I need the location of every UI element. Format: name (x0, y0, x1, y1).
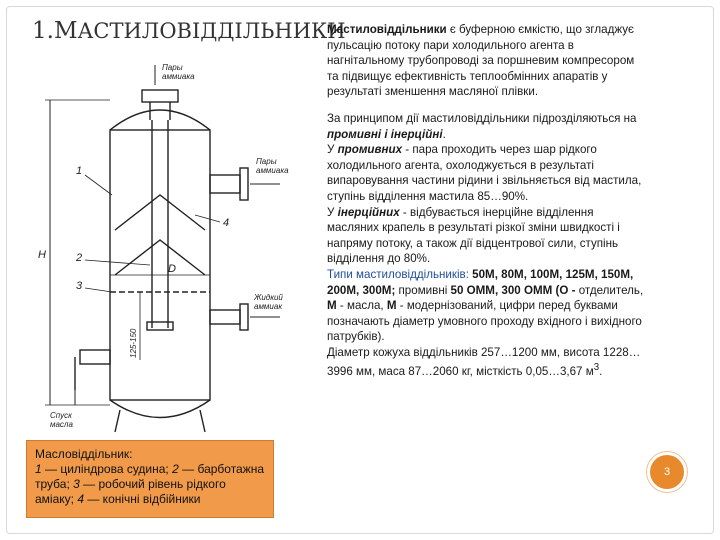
dim-h-label: H (38, 249, 46, 261)
callout-1: 1 (76, 165, 82, 177)
label-liquid-2: аммиак (254, 302, 283, 311)
label-drain-1: Спуск (50, 411, 73, 420)
oil-separator-drawing: Пары аммиака Пары аммиака Жидкий аммиак … (38, 63, 289, 433)
label-drain-2: масла (50, 420, 73, 429)
types-paragraph: Типи мастиловіддільників: 50М, 80М, 100М… (327, 267, 644, 379)
dim-d-label: D (168, 263, 176, 275)
intro-paragraph: Мастиловіддільники є буферною ємкістю, щ… (327, 23, 635, 99)
top-flange (141, 89, 179, 103)
label-vapor-side-1: Пары (256, 157, 277, 166)
callout-3: 3 (76, 280, 83, 292)
label-liquid-1: Жидкий (253, 293, 283, 302)
slide-title: 1.МАСТИЛОВІДДІЛЬНИКИ (32, 18, 346, 44)
label-vapor-side-2: аммиака (256, 166, 289, 175)
label-vapor-top-1: Пары (162, 63, 183, 72)
side-flange (239, 167, 249, 201)
vessel-shell (109, 129, 211, 401)
vessel-bottom-dome (109, 399, 211, 419)
baffle-lower (114, 239, 206, 276)
page-number-badge: 3 (650, 455, 684, 489)
slide-frame (6, 6, 714, 534)
callout-2: 2 (75, 252, 82, 264)
figure-caption: Масловіддільник:1 — циліндрова судина; 2… (26, 440, 274, 518)
label-vapor-top-2: аммиака (162, 72, 195, 81)
body-text: Мастиловіддільники є буферною ємкістю, щ… (327, 22, 645, 380)
dim-range-label: 125-150 (129, 328, 138, 358)
vessel-top-dome (109, 109, 211, 131)
baffle-upper (114, 194, 206, 231)
callout-4: 4 (223, 217, 229, 229)
principle-paragraph: За принципом дії мастиловіддільники підр… (327, 111, 642, 266)
